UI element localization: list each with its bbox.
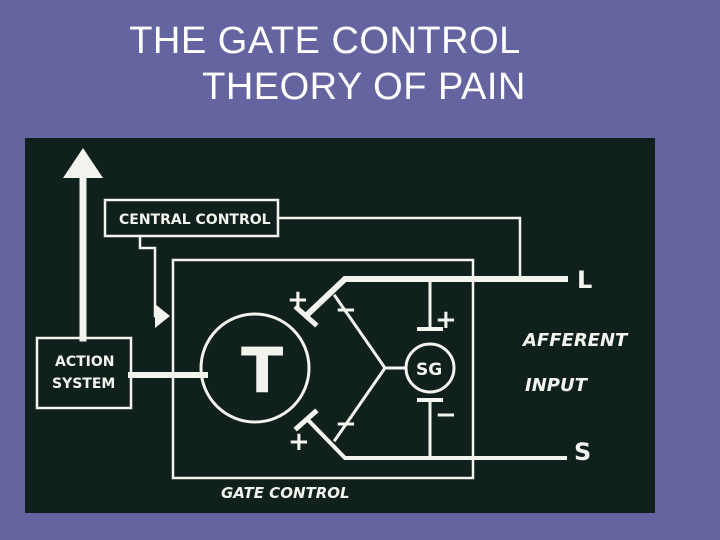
s-fiber-synapse-bar (293, 408, 319, 432)
sign-small-inhibit: − (335, 409, 357, 439)
l-fiber-line (304, 276, 568, 318)
sign-small-to-sg: − (435, 400, 457, 430)
central-to-gate-line (138, 234, 165, 318)
action-system-label-2: SYSTEM (52, 376, 115, 392)
sign-small-to-t: + (288, 427, 310, 457)
afferent-label: AFFERENT (521, 330, 629, 351)
action-system-box (35, 336, 133, 410)
t-cell-circle (199, 312, 311, 424)
diagram-canvas: CENTRAL CONTROL ACTION SYSTEM T SG L S A… (35, 148, 629, 502)
t-cell-label: T (241, 334, 283, 407)
s-diagonal-to-sg (332, 365, 388, 443)
central-control-arrowhead (155, 304, 170, 328)
sg-cell-circle (404, 342, 456, 394)
action-arrow-head (63, 148, 103, 178)
central-control-label: CENTRAL CONTROL (119, 212, 271, 228)
s-fiber-label: S (574, 438, 591, 466)
slide-title: THE GATE CONTROL THEORY OF PAIN (0, 18, 720, 110)
gate-control-diagram: CENTRAL CONTROL ACTION SYSTEM T SG L S A… (25, 138, 655, 513)
title-line-1: THE GATE CONTROL (129, 20, 521, 62)
gate-control-label: GATE CONTROL (221, 484, 350, 502)
sign-large-to-sg: + (435, 305, 457, 335)
sg-cell-label: SG (416, 360, 442, 380)
action-system-label-1: ACTION (55, 354, 115, 370)
sign-large-to-t: + (287, 285, 309, 315)
input-label: INPUT (525, 375, 589, 396)
sign-large-inhibit: − (335, 295, 357, 325)
l-fiber-to-central-line (276, 216, 522, 278)
s-fiber-line (306, 418, 567, 460)
title-line-2: THEORY OF PAIN (202, 66, 526, 108)
gate-control-frame (171, 258, 475, 480)
l-diagonal-to-sg (332, 293, 388, 371)
l-fiber-label: L (577, 266, 592, 294)
l-fiber-synapse-bar (293, 304, 319, 328)
